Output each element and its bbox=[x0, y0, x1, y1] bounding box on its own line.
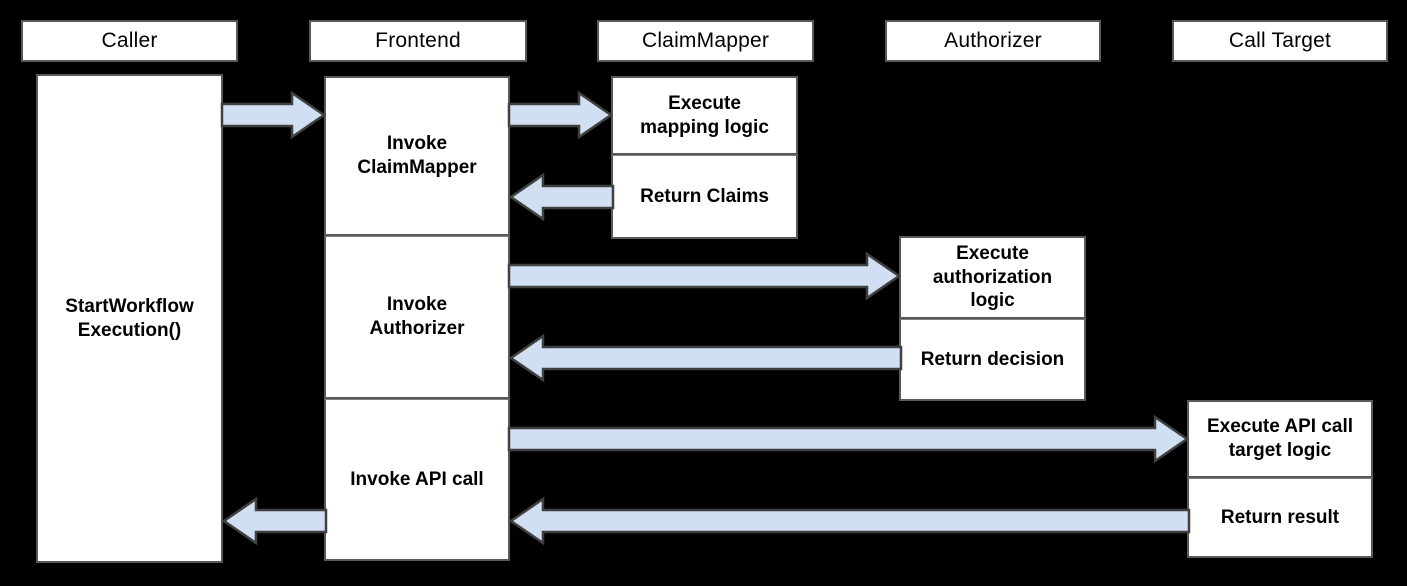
activation-frontend-invoke-authorizer-label: Invoke Authorizer bbox=[370, 293, 465, 341]
activation-frontend-invoke-claimmapper[interactable]: Invoke ClaimMapper bbox=[324, 76, 510, 236]
activation-claimmapper-return-claims[interactable]: Return Claims bbox=[611, 155, 798, 239]
activation-frontend-invoke-claimmapper-label: Invoke ClaimMapper bbox=[357, 132, 476, 180]
activation-authorizer-execute-authorization[interactable]: Execute authorization logic bbox=[899, 236, 1086, 319]
activation-frontend-invoke-claimmapper-line1: Invoke bbox=[386, 133, 448, 155]
activation-claimmapper-execute-mapping-line1: Execute bbox=[668, 92, 741, 114]
activation-frontend-invoke-authorizer-line2: Authorizer bbox=[369, 318, 465, 339]
lifeline-header-claimmapper[interactable]: ClaimMapper bbox=[597, 20, 814, 62]
lifeline-header-authorizer-label: Authorizer bbox=[944, 29, 1042, 53]
activation-frontend-invoke-claimmapper-line2: ClaimMapper bbox=[357, 157, 477, 178]
activation-authorizer-execute-authorization-line3: logic bbox=[970, 290, 1015, 312]
lifeline-header-frontend-label: Frontend bbox=[375, 29, 461, 53]
lifeline-header-claimmapper-label: ClaimMapper bbox=[641, 29, 770, 53]
activation-authorizer-return-decision[interactable]: Return decision bbox=[899, 319, 1086, 401]
activation-calltarget-execute-api-call-label: Execute API call target logic bbox=[1207, 415, 1353, 463]
activation-caller-start-workflow[interactable]: StartWorkflow Execution() bbox=[36, 74, 223, 563]
activation-authorizer-return-decision-label: Return decision bbox=[921, 348, 1065, 372]
activation-frontend-invoke-authorizer[interactable]: Invoke Authorizer bbox=[324, 236, 510, 399]
activation-calltarget-return-result[interactable]: Return result bbox=[1187, 478, 1373, 558]
activation-authorizer-execute-authorization-line1: Execute bbox=[956, 242, 1029, 264]
activation-calltarget-execute-api-call[interactable]: Execute API call target logic bbox=[1187, 400, 1373, 478]
activation-calltarget-return-result-label: Return result bbox=[1221, 506, 1339, 530]
message-arrow-frontend-to-claimmapper[interactable] bbox=[507, 90, 614, 140]
message-arrow-frontend-to-caller[interactable] bbox=[221, 496, 328, 546]
activation-authorizer-execute-authorization-label: Execute authorization logic bbox=[933, 242, 1052, 313]
lifeline-header-caller-label: Caller bbox=[101, 29, 158, 53]
activation-frontend-invoke-api-call-label: Invoke API call bbox=[350, 468, 483, 492]
activation-frontend-invoke-api-call-line1: Invoke API call bbox=[350, 468, 484, 490]
message-arrow-caller-to-frontend[interactable] bbox=[220, 90, 327, 140]
activation-authorizer-return-decision-line1: Return decision bbox=[920, 348, 1065, 370]
lifeline-header-frontend[interactable]: Frontend bbox=[309, 20, 527, 62]
lifeline-header-call-target[interactable]: Call Target bbox=[1172, 20, 1388, 62]
lifeline-header-call-target-label: Call Target bbox=[1228, 29, 1332, 53]
activation-claimmapper-execute-mapping-label: Execute mapping logic bbox=[640, 92, 769, 140]
message-arrow-authorizer-to-frontend[interactable] bbox=[508, 333, 903, 383]
message-arrow-calltarget-to-frontend[interactable] bbox=[508, 496, 1191, 546]
activation-caller-label-line2: Execution() bbox=[77, 319, 182, 341]
activation-claimmapper-execute-mapping-line2: mapping logic bbox=[640, 116, 769, 138]
activation-claimmapper-return-claims-line1: Return Claims bbox=[640, 185, 769, 207]
activation-frontend-invoke-authorizer-line1: Invoke bbox=[386, 294, 448, 316]
activation-claimmapper-return-claims-label: Return Claims bbox=[640, 185, 769, 209]
lifeline-header-authorizer[interactable]: Authorizer bbox=[885, 20, 1101, 62]
activation-caller-label: StartWorkflow Execution() bbox=[65, 295, 193, 343]
activation-claimmapper-execute-mapping[interactable]: Execute mapping logic bbox=[611, 76, 798, 155]
activation-calltarget-execute-api-call-line2: target logic bbox=[1228, 440, 1332, 461]
message-arrow-frontend-to-calltarget[interactable] bbox=[507, 414, 1190, 464]
lifeline-header-caller[interactable]: Caller bbox=[21, 20, 238, 62]
activation-caller-label-line1: StartWorkflow bbox=[65, 295, 194, 317]
activation-calltarget-execute-api-call-line1: Execute API call bbox=[1206, 416, 1354, 438]
activation-authorizer-execute-authorization-line2: authorization bbox=[932, 266, 1053, 288]
message-arrow-frontend-to-authorizer[interactable] bbox=[507, 251, 902, 301]
activation-calltarget-return-result-line1: Return result bbox=[1220, 506, 1340, 528]
message-arrow-claimmapper-to-frontend[interactable] bbox=[508, 172, 615, 222]
activation-frontend-invoke-api-call[interactable]: Invoke API call bbox=[324, 399, 510, 561]
